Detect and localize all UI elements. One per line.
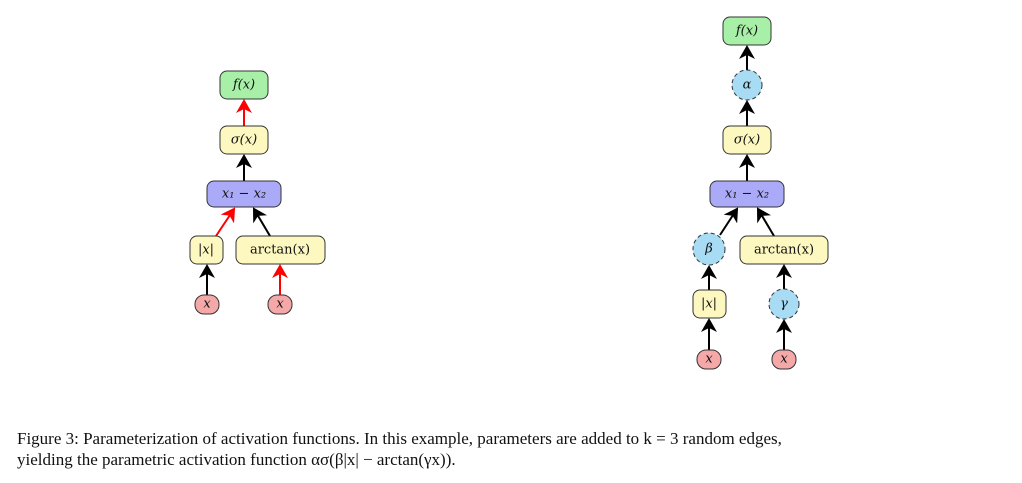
node-arctan: arctan(x)	[739, 235, 829, 265]
node-subtract: x₁ − x₂	[709, 180, 785, 208]
svg-text:γ: γ	[780, 297, 788, 312]
node-input: x	[771, 349, 797, 370]
svg-text:f(x): f(x)	[232, 78, 255, 93]
svg-text:σ(x): σ(x)	[734, 133, 760, 148]
svg-text:f(x): f(x)	[735, 24, 758, 39]
svg-text:|x|: |x|	[198, 243, 214, 258]
node-sigma: σ(x)	[219, 125, 269, 155]
svg-text:x₁ − x₂: x₁ − x₂	[725, 187, 769, 202]
node-abs: |x|	[189, 235, 224, 265]
svg-text:x: x	[780, 352, 788, 367]
svg-text:arctan(x): arctan(x)	[250, 243, 310, 258]
node-abs: |x|	[692, 289, 727, 319]
param-gamma: γ	[768, 288, 800, 320]
svg-text:x: x	[705, 352, 713, 367]
edge	[719, 207, 739, 236]
svg-text:σ(x): σ(x)	[231, 133, 257, 148]
svg-text:|x|: |x|	[701, 297, 717, 312]
caption-line: Figure 3: Parameterization of activation…	[17, 429, 782, 448]
node-arctan: arctan(x)	[235, 235, 326, 265]
node-sigma: σ(x)	[722, 125, 772, 155]
param-beta: β	[692, 232, 726, 266]
edge-highlighted	[215, 207, 236, 237]
node-input: x	[194, 294, 220, 315]
svg-text:x: x	[276, 297, 284, 312]
node-input: x	[696, 349, 722, 370]
svg-text:x: x	[203, 297, 211, 312]
node-output: f(x)	[219, 70, 269, 100]
edge	[756, 207, 775, 237]
param-alpha: α	[731, 69, 763, 101]
node-subtract: x₁ − x₂	[206, 180, 282, 208]
figure-caption: Figure 3: Parameterization of activation…	[17, 428, 1012, 470]
right-graph: f(x) α σ(x) x₁ − x₂ β arctan(x) |x| γ x …	[692, 16, 829, 370]
svg-text:α: α	[743, 78, 752, 93]
svg-text:x₁ − x₂: x₁ − x₂	[222, 187, 266, 202]
svg-text:arctan(x): arctan(x)	[754, 243, 814, 258]
edge	[252, 207, 271, 237]
node-output: f(x)	[722, 16, 772, 46]
node-input: x	[267, 294, 293, 315]
left-graph: f(x) σ(x) x₁ − x₂ |x| arctan(x) x x	[189, 70, 326, 315]
caption-line: yielding the parametric activation funct…	[17, 450, 456, 469]
svg-text:β: β	[704, 242, 713, 257]
